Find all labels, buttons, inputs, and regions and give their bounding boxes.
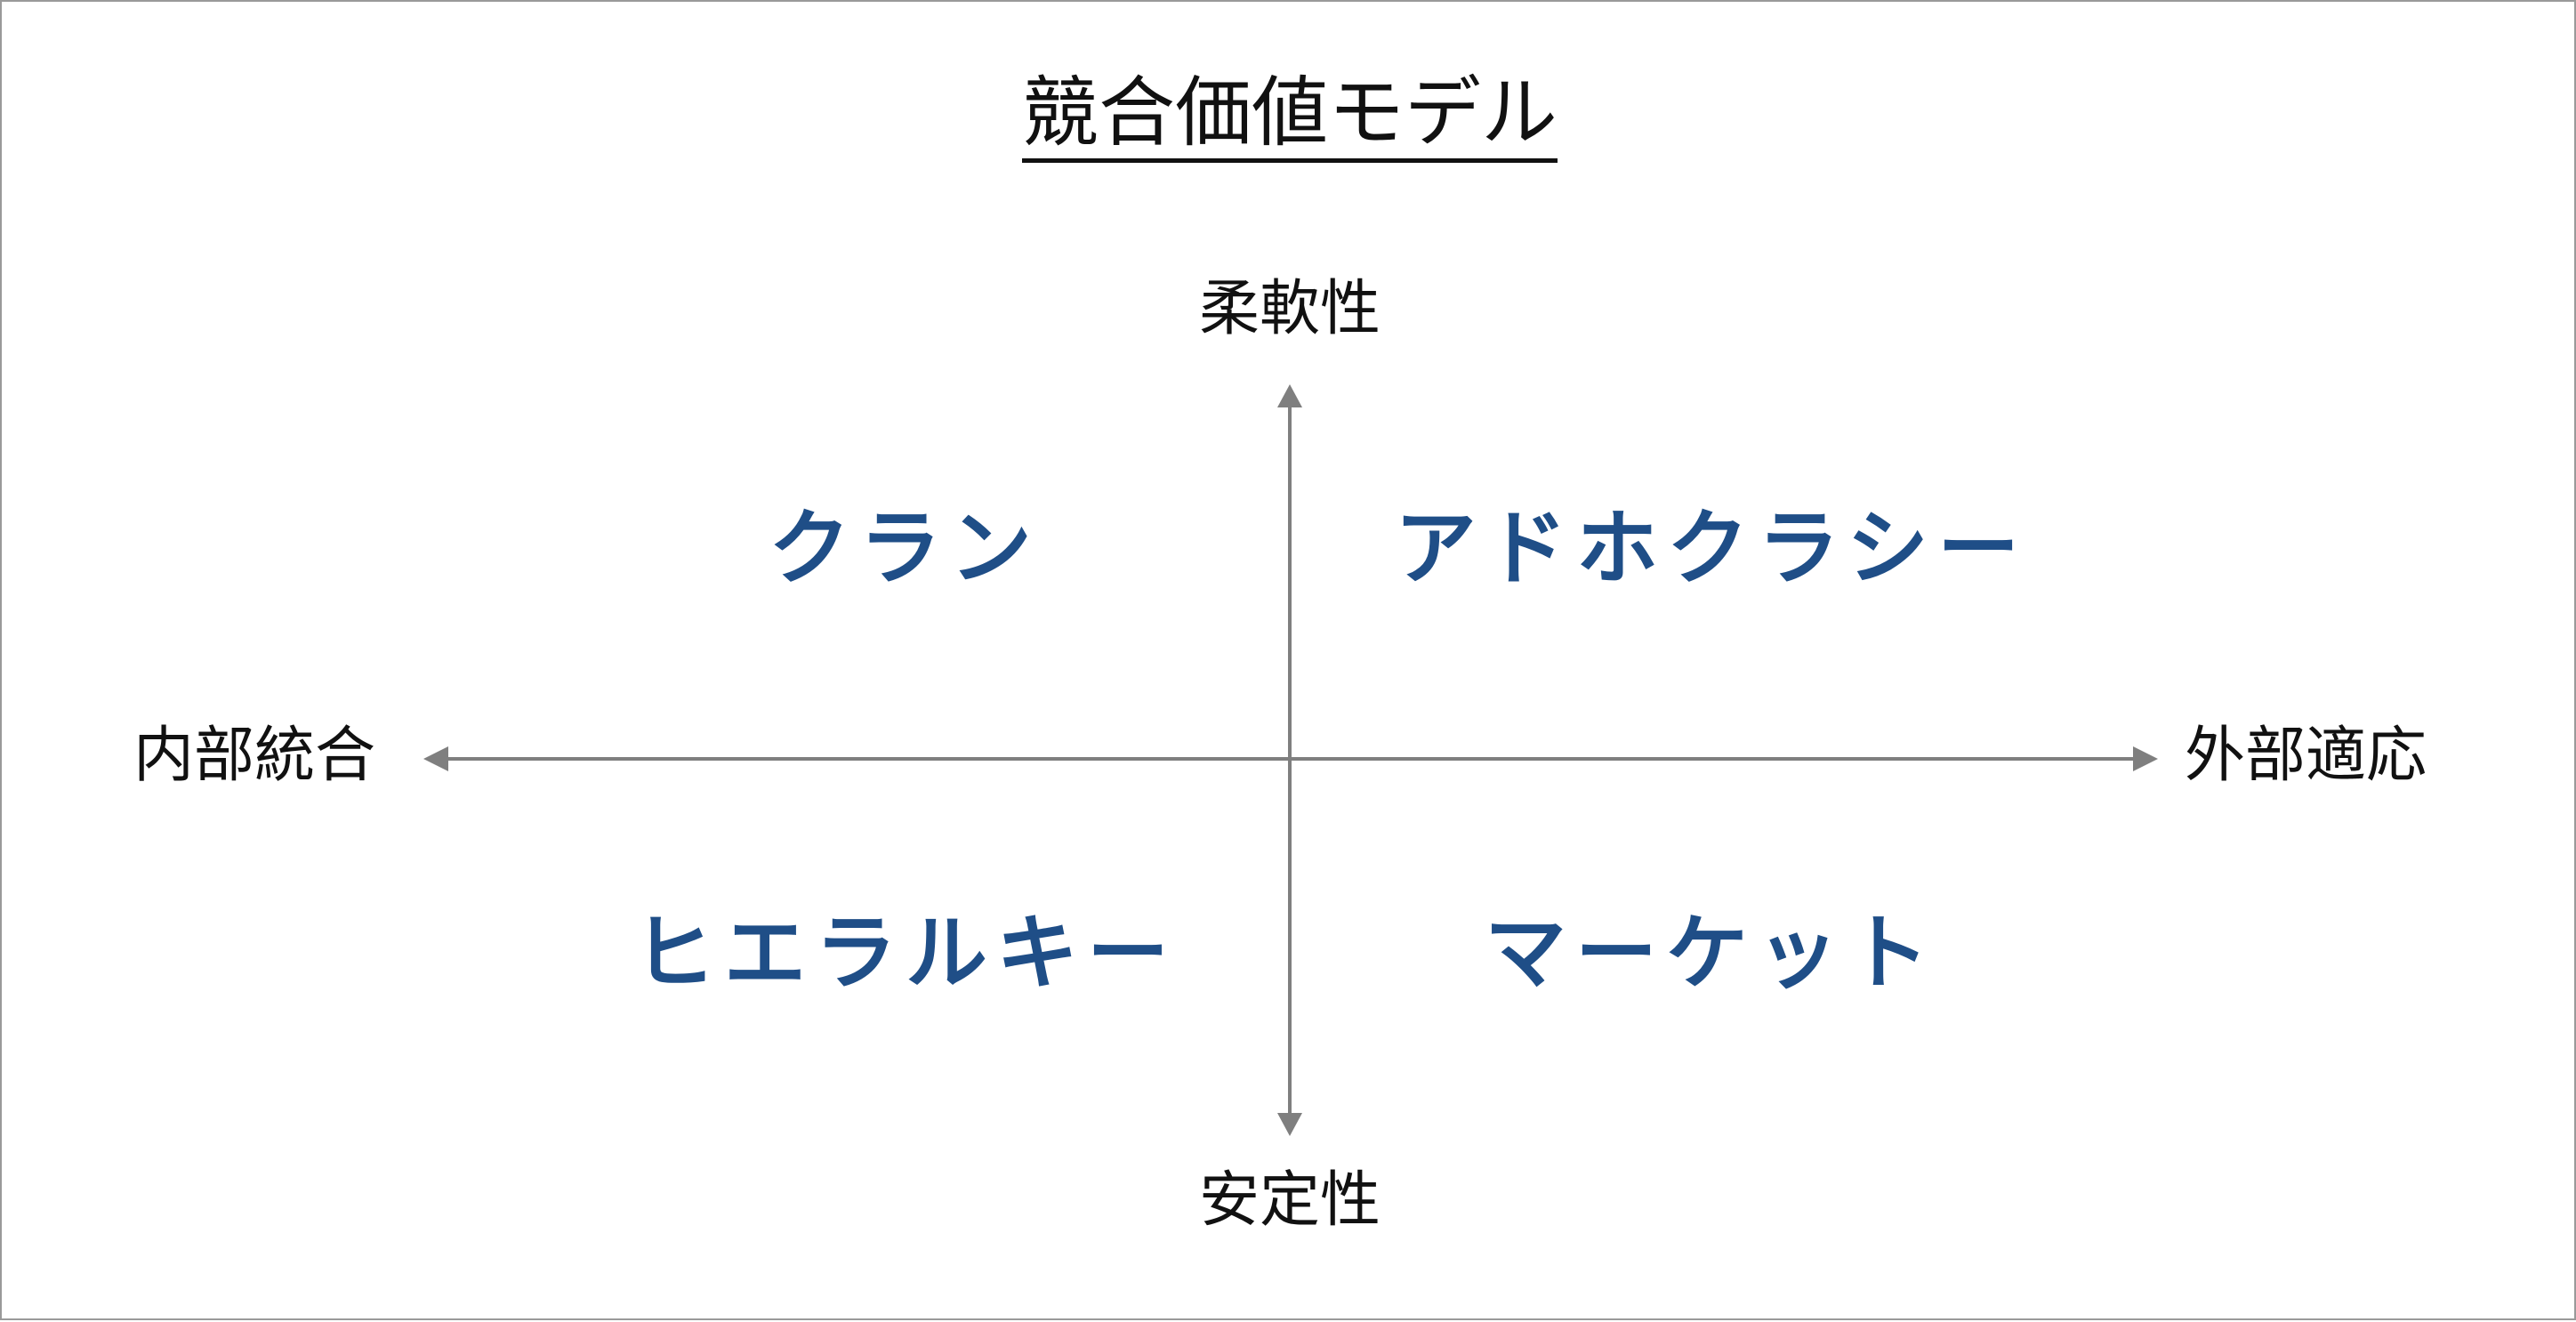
- quadrant-adhocracy: アドホクラシー: [1394, 501, 2029, 596]
- axis-label-flexibility: 柔軟性: [1198, 274, 1381, 344]
- axis-label-external-adaptation: 外部適応: [2185, 721, 2427, 791]
- right-arrowhead-icon: [2133, 746, 2158, 771]
- diagram-title: 競合価値モデル: [1022, 75, 1558, 163]
- top-arrowhead-icon: [1277, 384, 1302, 407]
- axis-label-stability: 安定性: [1198, 1165, 1381, 1236]
- quadrant-market: マーケット: [1484, 906, 1939, 1001]
- diagram-title-wrapper: 競合価値モデル: [2, 75, 2576, 163]
- quadrant-hierarchy: ヒエラルキー: [632, 906, 1179, 1001]
- left-arrowhead-icon: [423, 746, 448, 771]
- axis-label-internal-integration: 内部統合: [133, 721, 376, 791]
- quadrant-clan: クラン: [768, 501, 1042, 596]
- bottom-arrowhead-icon: [1277, 1113, 1302, 1136]
